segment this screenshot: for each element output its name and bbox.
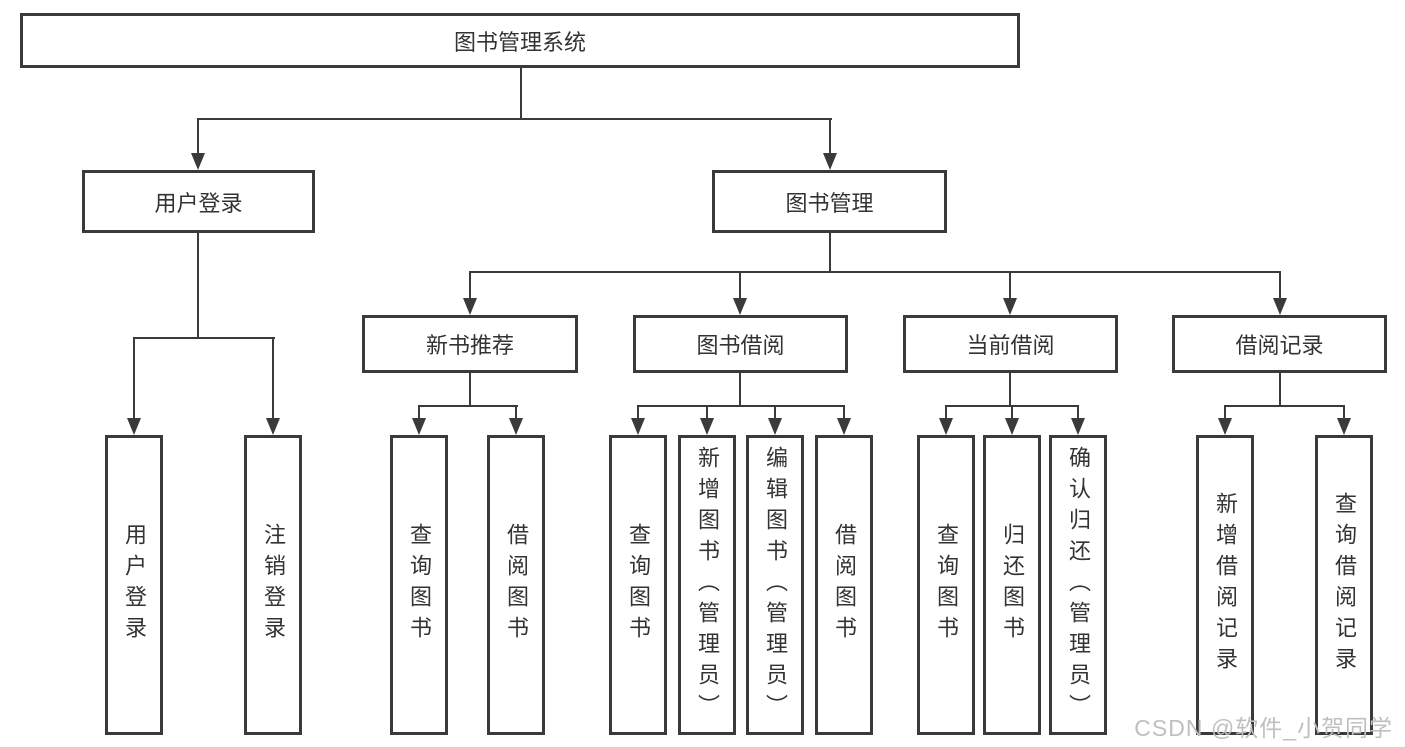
connector-drop-records bbox=[1279, 271, 1281, 299]
arrowhead-down-icon bbox=[631, 418, 645, 435]
connector-drop-leaf bbox=[133, 337, 135, 419]
leaf-borrow-books-newbook: 借阅图书 bbox=[487, 435, 545, 735]
leaf-borrow-books: 借阅图书 bbox=[815, 435, 873, 735]
leaf-label: 查询借阅记录 bbox=[1332, 492, 1357, 678]
leaf-label: 借阅图书 bbox=[832, 523, 857, 647]
arrowhead-down-icon bbox=[1273, 298, 1287, 315]
leaf-edit-books-admin: 编辑图书（管理员） bbox=[746, 435, 804, 735]
connector-drop-leaf bbox=[1077, 405, 1079, 419]
connector-root-stem bbox=[520, 68, 522, 120]
leaf-add-books-admin: 新增图书（管理员） bbox=[678, 435, 736, 735]
csdn-watermark: CSDN @软件_小贺同学 bbox=[1134, 715, 1393, 741]
arrowhead-down-icon bbox=[463, 298, 477, 315]
connector-drop-leaf bbox=[843, 405, 845, 419]
arrowhead-down-icon bbox=[266, 418, 280, 435]
node-user-login: 用户登录 bbox=[82, 170, 315, 233]
leaf-query-books-newbook: 查询图书 bbox=[390, 435, 448, 735]
connector-newbook-stem bbox=[469, 373, 471, 407]
connector-borrow-stem bbox=[739, 373, 741, 407]
connector-drop-leaf bbox=[1011, 405, 1013, 419]
connector-root-rail bbox=[197, 118, 832, 120]
arrowhead-down-icon bbox=[1218, 418, 1232, 435]
arrowhead-down-icon bbox=[733, 298, 747, 315]
connector-bookmgmt-rail bbox=[469, 271, 1281, 273]
leaf-confirm-return-admin: 确认归还（管理员） bbox=[1049, 435, 1107, 735]
connector-drop-leaf bbox=[945, 405, 947, 419]
arrowhead-down-icon bbox=[127, 418, 141, 435]
arrowhead-down-icon bbox=[1003, 298, 1017, 315]
leaf-query-borrow-record: 查询借阅记录 bbox=[1315, 435, 1373, 735]
leaf-label: 注销登录 bbox=[261, 523, 286, 647]
connector-drop-leaf bbox=[1224, 405, 1226, 419]
connector-drop-leaf bbox=[418, 405, 420, 419]
connector-drop-leaf bbox=[272, 337, 274, 419]
arrowhead-down-icon bbox=[509, 418, 523, 435]
leaf-label: 确认归还（管理员） bbox=[1066, 445, 1091, 725]
node-label: 借阅记录 bbox=[1235, 333, 1324, 358]
leaf-label: 查询图书 bbox=[934, 523, 959, 647]
node-book-borrowing: 图书借阅 bbox=[633, 315, 848, 373]
leaf-label: 借阅图书 bbox=[504, 523, 529, 647]
node-library-management-system: 图书管理系统 bbox=[20, 13, 1020, 68]
leaf-return-books: 归还图书 bbox=[983, 435, 1041, 735]
leaf-user-login: 用户登录 bbox=[105, 435, 163, 735]
connector-newbook-rail bbox=[418, 405, 518, 407]
leaf-label: 编辑图书（管理员） bbox=[763, 445, 788, 725]
node-borrowing-records: 借阅记录 bbox=[1172, 315, 1387, 373]
leaf-label: 归还图书 bbox=[1000, 523, 1025, 647]
leaf-label: 查询图书 bbox=[407, 523, 432, 647]
node-label: 用户登录 bbox=[154, 190, 243, 216]
arrowhead-down-icon bbox=[1071, 418, 1085, 435]
leaf-label: 新增借阅记录 bbox=[1213, 492, 1238, 678]
arrowhead-down-icon bbox=[191, 153, 205, 170]
arrowhead-down-icon bbox=[768, 418, 782, 435]
node-label: 图书管理系统 bbox=[453, 29, 586, 55]
node-label: 图书管理 bbox=[785, 190, 874, 216]
connector-drop-leaf bbox=[637, 405, 639, 419]
node-new-book-recommend: 新书推荐 bbox=[362, 315, 578, 373]
connector-current-stem bbox=[1009, 373, 1011, 407]
leaf-add-borrow-record: 新增借阅记录 bbox=[1196, 435, 1254, 735]
leaf-label: 用户登录 bbox=[122, 523, 147, 647]
node-label: 当前借阅 bbox=[966, 333, 1055, 358]
connector-drop-leaf bbox=[774, 405, 776, 419]
connector-userlogin-stem bbox=[197, 233, 199, 337]
leaf-label: 查询图书 bbox=[626, 523, 651, 647]
connector-drop-borrow bbox=[739, 271, 741, 299]
connector-drop-leaf bbox=[515, 405, 517, 419]
node-current-borrowing: 当前借阅 bbox=[903, 315, 1118, 373]
leaf-logout: 注销登录 bbox=[244, 435, 302, 735]
leaf-query-books-borrow: 查询图书 bbox=[609, 435, 667, 735]
connector-drop-leaf bbox=[1343, 405, 1345, 419]
arrowhead-down-icon bbox=[837, 418, 851, 435]
connector-records-stem bbox=[1279, 373, 1281, 407]
connector-borrow-rail bbox=[637, 405, 845, 407]
node-label: 新书推荐 bbox=[425, 333, 514, 358]
connector-userlogin-rail bbox=[133, 337, 275, 339]
connector-drop-leaf bbox=[706, 405, 708, 419]
arrowhead-down-icon bbox=[823, 153, 837, 170]
connector-drop-current bbox=[1009, 271, 1011, 299]
node-label: 图书借阅 bbox=[696, 333, 785, 358]
node-book-management: 图书管理 bbox=[712, 170, 947, 233]
arrowhead-down-icon bbox=[1005, 418, 1019, 435]
arrowhead-down-icon bbox=[412, 418, 426, 435]
arrowhead-down-icon bbox=[700, 418, 714, 435]
connector-drop-user-login bbox=[197, 118, 199, 156]
arrowhead-down-icon bbox=[1337, 418, 1351, 435]
connector-records-rail bbox=[1224, 405, 1344, 407]
connector-drop-newbook bbox=[469, 271, 471, 299]
leaf-label: 新增图书（管理员） bbox=[695, 445, 720, 725]
connector-drop-book-mgmt bbox=[829, 118, 831, 156]
connector-bookmgmt-stem bbox=[829, 233, 831, 273]
leaf-query-books-current: 查询图书 bbox=[917, 435, 975, 735]
arrowhead-down-icon bbox=[939, 418, 953, 435]
